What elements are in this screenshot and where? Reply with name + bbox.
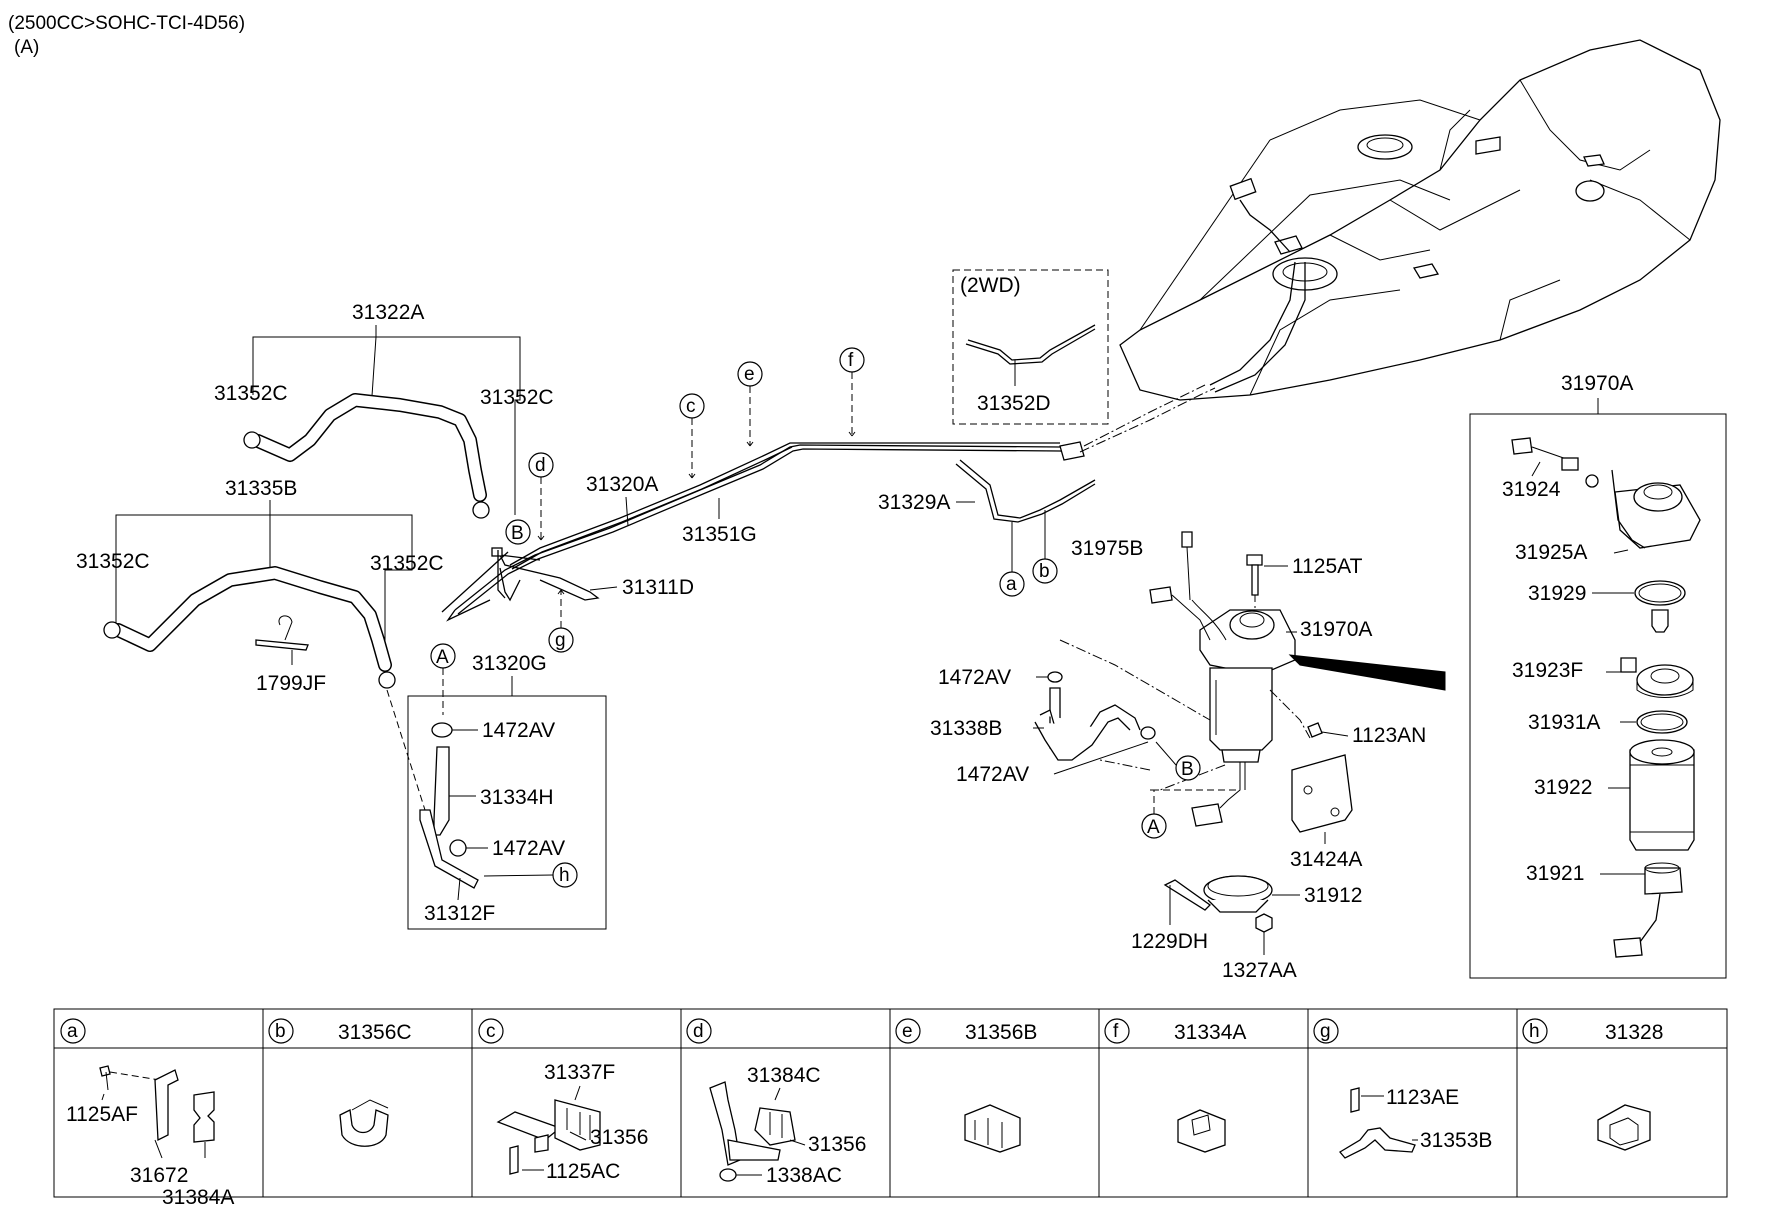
label-31338B: 31338B <box>930 717 1002 740</box>
label-1472AV-1: 1472AV <box>482 719 555 742</box>
legend-part-1123AE: 1123AE <box>1386 1086 1459 1109</box>
engine-spec-title: (2500CC>SOHC-TCI-4D56) <box>8 13 245 34</box>
label-31352C-4: 31352C <box>370 552 444 575</box>
label-31931A: 31931A <box>1528 711 1600 734</box>
label-1327AA: 1327AA <box>1222 959 1297 982</box>
legend-letter-a: a <box>67 1021 78 1042</box>
fuel-filter-assembly: 31975B 1125AT 31970A 1472AV <box>930 531 1446 982</box>
label-31929: 31929 <box>1528 582 1586 605</box>
legend-letter-d: d <box>693 1021 704 1042</box>
legend-part-31356-d: 31356 <box>808 1133 866 1156</box>
line-31329A: 31329A a b <box>878 459 1096 597</box>
label-1125AT: 1125AT <box>1292 555 1363 578</box>
callout-g-letter: g <box>555 630 566 651</box>
legend-part-1125AF: 1125AF <box>66 1103 138 1126</box>
clip-legend-table: a 1125AF 31672 31384A b 31356C c 31337F <box>53 1008 1728 1209</box>
legend-letter-g: g <box>1320 1021 1331 1042</box>
label-31352D: 31352D <box>977 392 1051 415</box>
label-31312F: 31312F <box>424 902 495 925</box>
filter-exploded-box: 31970A 31924 31925A 31929 31923F 31931A <box>1469 372 1727 979</box>
label-31924: 31924 <box>1502 478 1561 501</box>
callout-B-1-letter: B <box>511 523 524 544</box>
legend-part-31672: 31672 <box>130 1164 188 1187</box>
label-31970A: 31970A <box>1300 618 1372 641</box>
label-1123AN: 1123AN <box>1352 724 1426 747</box>
legend-title-31334A: 31334A <box>1174 1021 1246 1044</box>
legend-part-31384A: 31384A <box>162 1186 234 1209</box>
callout-B-1 <box>505 519 531 545</box>
callout-f-letter: f <box>848 350 854 371</box>
callout-e-letter: e <box>744 364 755 385</box>
label-31352C-3: 31352C <box>76 550 150 573</box>
label-31335B: 31335B <box>225 477 297 500</box>
legend-cell-b: b 31356C <box>268 1018 412 1147</box>
legend-part-31356-c: 31356 <box>590 1126 648 1149</box>
legend-letter-c: c <box>486 1021 496 1042</box>
label-1472AV-2: 1472AV <box>492 837 565 860</box>
label-31970A-box: 31970A <box>1561 372 1633 395</box>
callout-a-letter: a <box>1006 574 1017 595</box>
label-1229DH: 1229DH <box>1131 930 1208 953</box>
callout-d-letter: d <box>535 455 546 476</box>
label-31329A: 31329A <box>878 491 950 514</box>
legend-title-31356C: 31356C <box>338 1021 412 1044</box>
label-31921: 31921 <box>1526 862 1584 885</box>
legend-cell-e: e 31356B <box>895 1018 1037 1153</box>
label-31912: 31912 <box>1304 884 1362 907</box>
fuel-lines-31320A: 31320A 31351G 31311D B c d e f g <box>441 347 1216 653</box>
legend-cell-c: c 31337F 31356 1125AC <box>478 1018 648 1183</box>
callout-h-letter: h <box>559 865 570 886</box>
legend-cell-g: g 1123AE 31353B <box>1313 1018 1492 1159</box>
legend-part-31337F: 31337F <box>544 1061 615 1084</box>
label-31975B: 31975B <box>1071 537 1143 560</box>
legend-cell-d: d 31384C 31356 1338AC <box>686 1018 866 1187</box>
legend-letter-e: e <box>902 1021 913 1042</box>
legend-part-31353B: 31353B <box>1420 1129 1492 1152</box>
legend-cell-a: a 1125AF 31672 31384A <box>60 1018 234 1209</box>
legend-part-1125AC: 1125AC <box>546 1160 620 1183</box>
label-2wd: (2WD) <box>960 274 1021 297</box>
legend-letter-b: b <box>275 1021 286 1042</box>
label-31923F: 31923F <box>1512 659 1583 682</box>
hose-31322A-group: 31322A 31352C 31352C <box>214 301 554 519</box>
legend-cell-f: f 31334A <box>1104 1018 1246 1153</box>
callout-B-2-letter: B <box>1181 759 1194 780</box>
callout-c-letter: c <box>686 396 696 417</box>
fuel-hose-31320G-box: 31320G A 1472AV 31334H 1472AV 31312F h <box>386 643 607 930</box>
label-1799JF: 1799JF <box>256 672 326 695</box>
label-1472AV-3: 1472AV <box>938 666 1011 689</box>
callout-A-1-letter: A <box>436 647 449 668</box>
label-31424A: 31424A <box>1290 848 1362 871</box>
legend-title-31328: 31328 <box>1605 1021 1663 1044</box>
label-31352C-1: 31352C <box>214 382 288 405</box>
callout-A-2-letter: A <box>1147 817 1160 838</box>
variant-label: (A) <box>14 37 39 58</box>
legend-part-1338AC: 1338AC <box>766 1164 842 1187</box>
callout-B-2 <box>1175 755 1201 781</box>
hose-31335B-group: 31335B 31352C 31352C 1799JF <box>76 477 444 695</box>
legend-cell-h: h 31328 <box>1522 1018 1663 1151</box>
callout-b-letter: b <box>1039 561 1050 582</box>
label-31922: 31922 <box>1534 776 1592 799</box>
label-31925A: 31925A <box>1515 541 1587 564</box>
legend-letter-f: f <box>1113 1021 1119 1042</box>
box-2wd: (2WD) 31352D <box>952 269 1109 425</box>
legend-title-31356B: 31356B <box>965 1021 1037 1044</box>
label-31352C-2: 31352C <box>480 386 554 409</box>
label-31322A: 31322A <box>352 301 424 324</box>
label-31311D: 31311D <box>622 576 694 599</box>
label-31320G: 31320G <box>472 652 547 675</box>
label-31351G: 31351G <box>682 523 757 546</box>
legend-letter-h: h <box>1529 1021 1540 1042</box>
legend-part-31384C: 31384C <box>747 1064 821 1087</box>
label-1472AV-4: 1472AV <box>956 763 1029 786</box>
label-31334H: 31334H <box>480 786 554 809</box>
fuel-tank <box>1119 39 1721 401</box>
label-31320A: 31320A <box>586 473 658 496</box>
